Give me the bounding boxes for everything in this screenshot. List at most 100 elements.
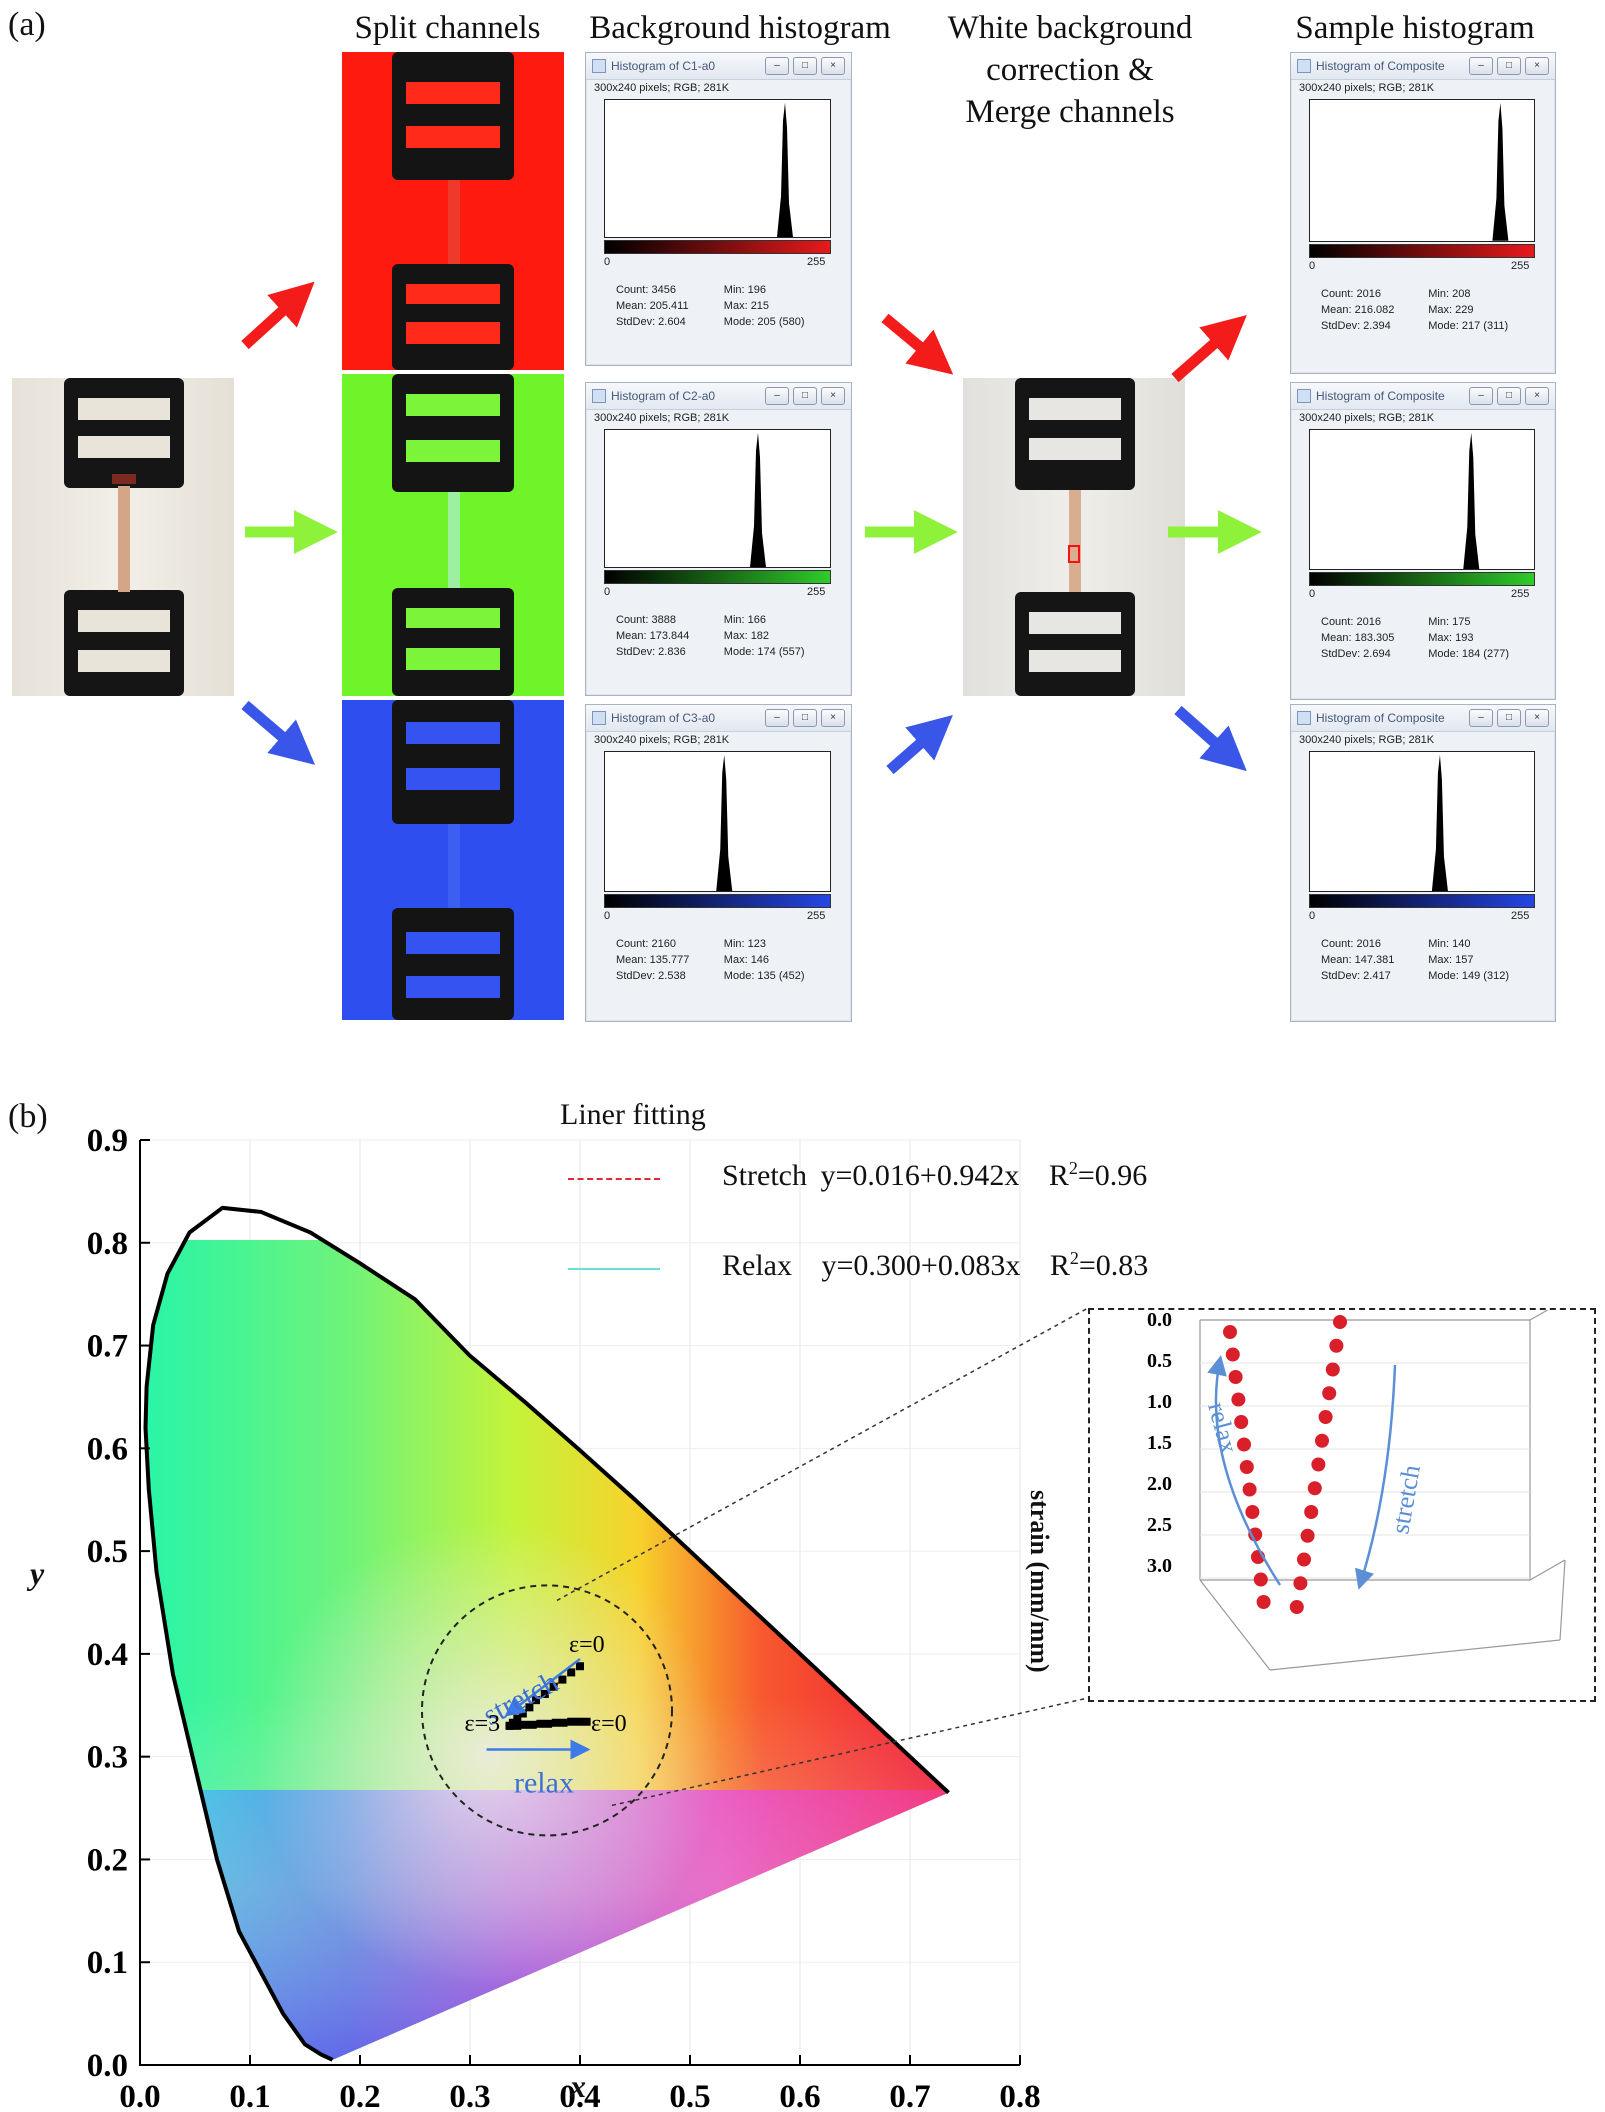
histogram-peak xyxy=(1492,102,1509,241)
stat-min: Min: 208 xyxy=(1428,287,1471,300)
arrow-red-2 xyxy=(881,313,954,375)
minimize-button[interactable]: – xyxy=(765,387,789,405)
close-button[interactable]: × xyxy=(821,57,845,75)
image-info: 300x240 pixels; RGB; 281K xyxy=(594,734,730,746)
stat-count: Count: 2016 xyxy=(1321,938,1381,951)
merged-sample-photo xyxy=(963,378,1185,696)
window-titlebar: Histogram of C3-a0 – □ × xyxy=(586,705,851,732)
stat-mode: Mode: 184 (277) xyxy=(1428,648,1509,661)
histogram-stats-left: Count: 3888 Mean: 173.844 StdDev: 2.836 xyxy=(616,612,689,660)
stat-mean: Mean: 183.305 xyxy=(1321,632,1395,645)
image-info: 300x240 pixels; RGB; 281K xyxy=(1299,412,1435,424)
stat-max: Max: 146 xyxy=(723,954,770,967)
histogram-peak xyxy=(750,432,766,568)
relax-data-point xyxy=(559,1718,568,1727)
legend-relax-name: Relax xyxy=(722,1249,792,1282)
stat-mean: Mean: 147.381 xyxy=(1321,954,1395,967)
inset-stretch-point xyxy=(1318,1410,1333,1424)
histogram-app-icon xyxy=(1297,59,1311,73)
window-title: Histogram of C2-a0 xyxy=(611,389,716,403)
close-button[interactable]: × xyxy=(1525,387,1549,405)
legend-stretch-name: Stretch xyxy=(722,1159,807,1192)
white-background-title-line3: Merge channels xyxy=(965,94,1175,130)
legend-relax-r2: R2=0.83 xyxy=(1049,1248,1149,1282)
stat-count: Count: 2016 xyxy=(1321,287,1381,300)
epsilon-three-label: ε=3 xyxy=(465,1711,501,1737)
inset-frame-line xyxy=(1529,1559,1566,1581)
image-info: 300x240 pixels; RGB; 281K xyxy=(594,412,730,424)
stat-stddev: StdDev: 2.394 xyxy=(1321,319,1391,332)
minimize-button[interactable]: – xyxy=(765,57,789,75)
stretch-data-point xyxy=(558,1675,567,1684)
stat-mean: Mean: 216.082 xyxy=(1321,303,1395,316)
sample-histogram-window-1: Histogram of Composite – □ × 300x240 pix… xyxy=(1290,52,1556,374)
maximize-button[interactable]: □ xyxy=(1497,57,1521,75)
stat-min: Min: 140 xyxy=(1428,938,1471,951)
maximize-button[interactable]: □ xyxy=(793,709,817,727)
histogram-lut-bar xyxy=(604,570,831,585)
legend-stretch-entry: Stretch y=0.016+0.942x R2=0.96 xyxy=(722,1158,1147,1193)
stat-stddev: StdDev: 2.694 xyxy=(1321,648,1391,661)
minimize-button[interactable]: – xyxy=(1469,709,1493,727)
maximize-button[interactable]: □ xyxy=(1497,387,1521,405)
histogram-stats-left: Count: 2160 Mean: 135.777 StdDev: 2.538 xyxy=(616,936,689,984)
sample-histogram-window-3: Histogram of Composite – □ × 300x240 pix… xyxy=(1290,704,1556,1022)
y-tick-label: 0.3 xyxy=(87,1740,128,1776)
inset-z-tick-label: 1.5 xyxy=(1147,1432,1172,1454)
histogram-plot xyxy=(604,429,831,569)
background-histogram-title: Background histogram xyxy=(589,10,891,46)
arrow-red-1 xyxy=(241,281,315,350)
histogram-min-tick: 0 xyxy=(604,910,611,923)
close-button[interactable]: × xyxy=(1525,57,1549,75)
histogram-stats-right: Min: 140 Max: 157 Mode: 149 (312) xyxy=(1428,936,1509,984)
inset-stretch-point xyxy=(1325,1362,1340,1377)
inset-stretch-point xyxy=(1307,1481,1322,1496)
epsilon-zero-top-label: ε=0 xyxy=(569,1632,605,1658)
histogram-min-tick: 0 xyxy=(1309,910,1316,923)
x-tick-label: 0.8 xyxy=(999,2079,1040,2112)
minimize-button[interactable]: – xyxy=(1469,57,1493,75)
histogram-stats-right: Min: 208 Max: 229 Mode: 217 (311) xyxy=(1428,286,1508,334)
legend-title: Liner fitting xyxy=(560,1098,706,1131)
stat-stddev: StdDev: 2.836 xyxy=(616,646,686,659)
histogram-stats-left: Count: 2016 Mean: 147.381 StdDev: 2.417 xyxy=(1321,936,1394,984)
inset-frame-line xyxy=(1199,1579,1271,1671)
inset-stretch-point xyxy=(1333,1315,1347,1329)
x-tick-label: 0.1 xyxy=(229,2079,270,2112)
stretch-data-point xyxy=(576,1662,584,1671)
inset-stretch-label: stretch xyxy=(1385,1463,1426,1536)
y-tick-label: 0.4 xyxy=(87,1637,128,1673)
minimize-button[interactable]: – xyxy=(1469,387,1493,405)
histogram-max-tick: 255 xyxy=(1511,910,1530,923)
stat-mean: Mean: 173.844 xyxy=(616,630,690,643)
stat-stddev: StdDev: 2.604 xyxy=(616,316,686,329)
stat-stddev: StdDev: 2.538 xyxy=(616,970,686,983)
maximize-button[interactable]: □ xyxy=(1497,709,1521,727)
histogram-min-tick: 0 xyxy=(604,256,611,269)
split-channels-title: Split channels xyxy=(354,10,541,46)
close-button[interactable]: × xyxy=(821,709,845,727)
y-tick-label: 0.7 xyxy=(87,1329,128,1365)
stretch-data-point xyxy=(567,1668,576,1677)
x-tick-label: 0.7 xyxy=(889,2079,930,2112)
relax-data-point xyxy=(574,1717,583,1726)
histogram-plot xyxy=(1309,99,1535,242)
y-tick-label: 0.9 xyxy=(87,1123,128,1159)
maximize-button[interactable]: □ xyxy=(793,387,817,405)
close-button[interactable]: × xyxy=(821,387,845,405)
inset-z-axis-label: strain (mm/mm) xyxy=(1025,1490,1054,1673)
sample-histogram-window-2: Histogram of Composite – □ × 300x240 pix… xyxy=(1290,382,1556,700)
stat-max: Max: 215 xyxy=(723,300,770,313)
relax-annotation: relax xyxy=(514,1767,574,1800)
background-histogram-window-1: Histogram of C1-a0 – □ × 300x240 pixels;… xyxy=(585,52,852,366)
maximize-button[interactable]: □ xyxy=(793,57,817,75)
stat-min: Min: 175 xyxy=(1428,616,1471,629)
minimize-button[interactable]: – xyxy=(765,709,789,727)
close-button[interactable]: × xyxy=(1525,709,1549,727)
histogram-app-icon xyxy=(1297,711,1311,725)
inset-relax-point xyxy=(1239,1460,1254,1474)
relax-data-point xyxy=(505,1721,514,1730)
background-histogram-window-3: Histogram of C3-a0 – □ × 300x240 pixels;… xyxy=(585,704,852,1022)
zoom-connector-bottom xyxy=(611,1697,1089,1807)
inset-relax-point xyxy=(1234,1415,1249,1429)
